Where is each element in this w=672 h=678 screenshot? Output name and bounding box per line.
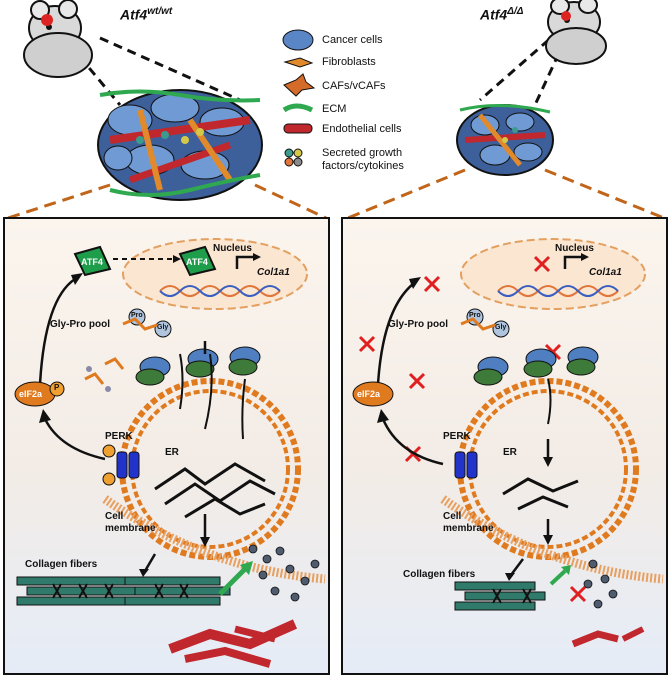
nucleus-label-delta: Nucleus <box>555 243 594 254</box>
panel-wt: ATF4 ATF4 Nucleus Col1a1 Gly-Pro pool Pr… <box>3 217 330 675</box>
membrane-label-delta: Cell membrane <box>443 511 494 534</box>
genotype-wt-gene: Atf4 <box>120 6 148 23</box>
mouse-icon-right <box>545 0 607 65</box>
genotype-label-delta: Atf4Δ/Δ <box>480 6 523 23</box>
mouse-icon-left <box>23 0 93 78</box>
cancer-cell-icon <box>282 29 314 51</box>
atf4-nuclear-label: ATF4 <box>186 257 208 267</box>
er-label-delta: ER <box>503 447 517 458</box>
endothelial-cell-icon <box>283 123 313 134</box>
mouse-to-tumor-lines <box>68 28 567 106</box>
legend-fibroblasts: Fibroblasts <box>322 56 376 68</box>
fibers-label-delta: Collagen fibers <box>403 569 476 580</box>
gly-label-wt: Gly <box>157 324 169 331</box>
panel-wt-art <box>14 238 326 668</box>
eif2a-label-delta: eIF2a <box>357 389 381 399</box>
legend-icons <box>282 29 316 167</box>
tumor-delta <box>456 104 554 176</box>
glypro-label-wt: Gly-Pro pool <box>50 319 110 330</box>
legend-cancer-cells: Cancer cells <box>322 34 383 46</box>
legend-cafs: CAFs/vCAFs <box>322 80 386 92</box>
er-label-wt: ER <box>165 447 179 458</box>
fibers-label-wt: Collagen fibers <box>25 559 98 570</box>
genotype-wt-sup: wt/wt <box>147 6 173 17</box>
genotype-delta-gene: Atf4 <box>480 6 508 23</box>
panel-delta-art <box>352 238 664 648</box>
glypro-label-delta: Gly-Pro pool <box>388 319 448 330</box>
panel-delta: Nucleus Col1a1 Gly-Pro pool Pro Gly eIF2… <box>341 217 668 675</box>
caf-icon <box>283 73 316 97</box>
pro-label-wt: Pro <box>131 312 143 319</box>
legend-growth-factors: Secreted growth factors/cytokines <box>322 147 404 172</box>
genotype-delta-sup: Δ/Δ <box>507 6 524 17</box>
perk-label-wt: PERK <box>105 431 133 442</box>
pro-label-delta: Pro <box>469 312 481 319</box>
fibroblast-icon <box>283 57 314 68</box>
legend-ecm: ECM <box>322 103 347 115</box>
nucleus-label-wt: Nucleus <box>213 243 252 254</box>
legend-endothelial: Endothelial cells <box>322 123 402 135</box>
eif2a-label-wt: eIF2a <box>19 389 43 399</box>
tumor-to-panel-lines <box>7 168 665 220</box>
membrane-label-wt: Cell membrane <box>105 511 156 534</box>
tumor-wt <box>97 89 263 201</box>
col1a1-label-delta: Col1a1 <box>589 267 622 278</box>
perk-label-delta: PERK <box>443 431 471 442</box>
phospho-label-wt: P <box>54 383 60 392</box>
ecm-icon <box>282 103 314 113</box>
gly-label-delta: Gly <box>495 324 507 331</box>
growth-factor-icon <box>284 148 303 167</box>
genotype-label-wt: Atf4wt/wt <box>120 6 172 23</box>
atf4-cyto-label: ATF4 <box>81 257 103 267</box>
col1a1-label-wt: Col1a1 <box>257 267 290 278</box>
